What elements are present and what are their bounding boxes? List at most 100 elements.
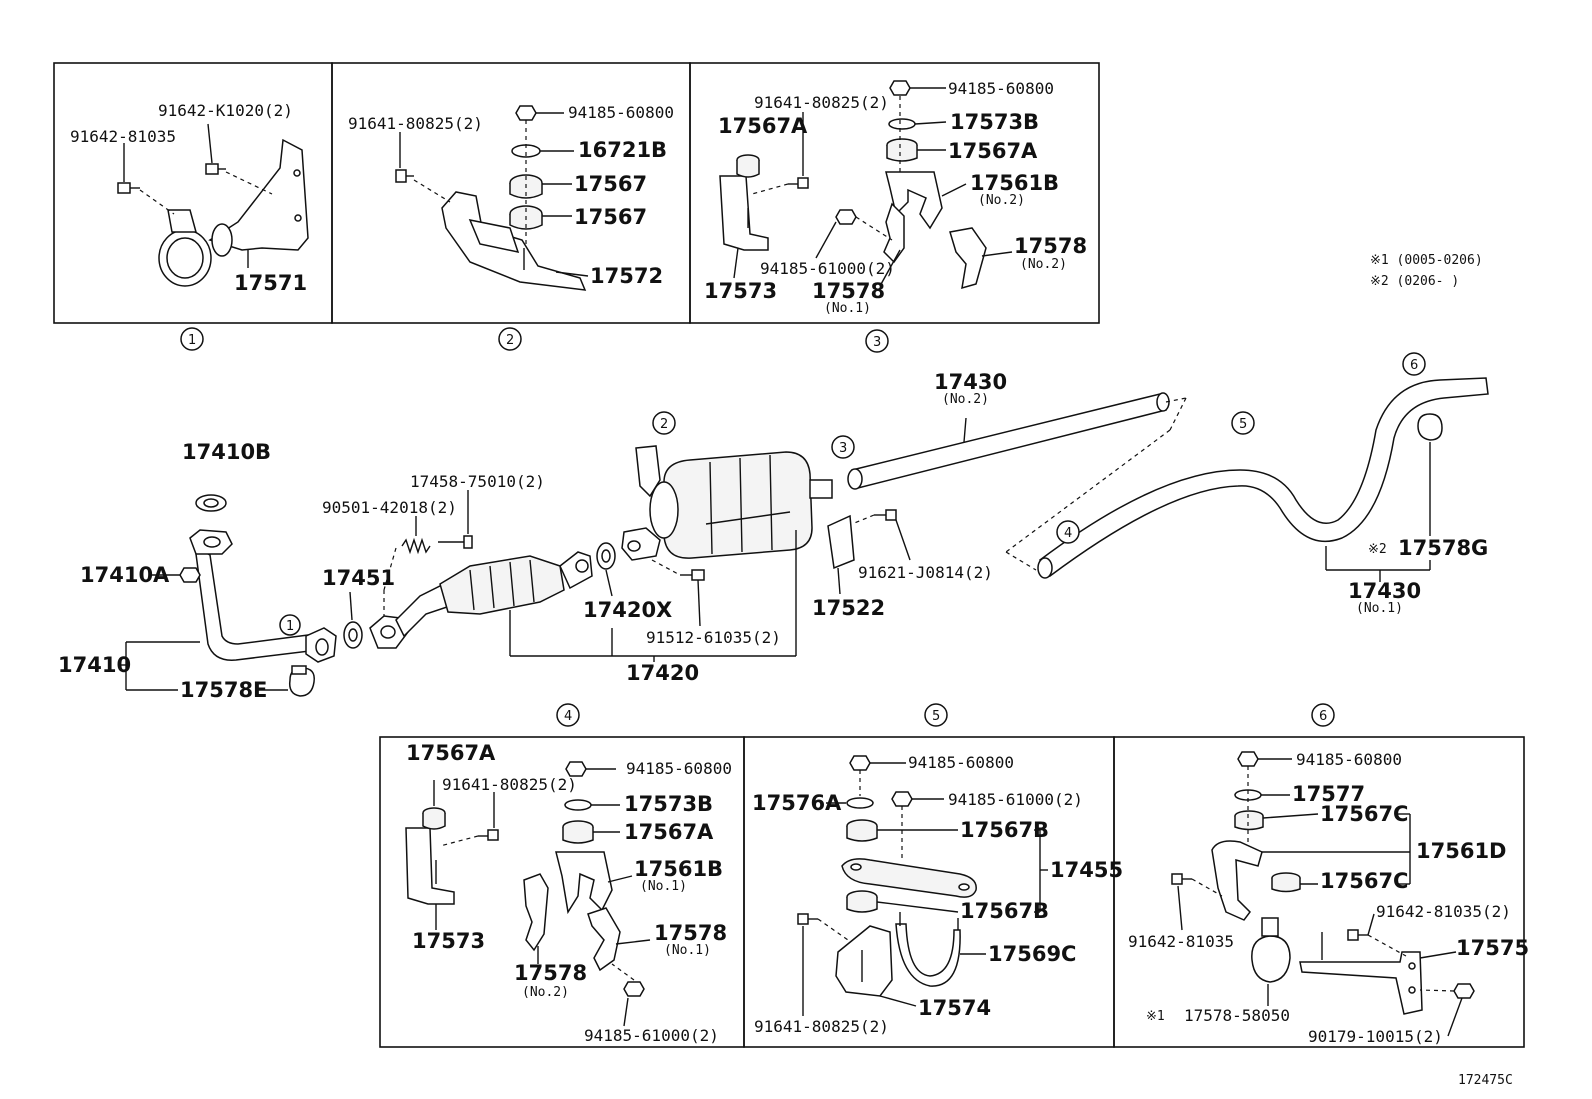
- label-17578-no2-sub: (No.2): [1020, 257, 1067, 272]
- washer-17573B: [564, 799, 592, 811]
- label-17569C: 17569C: [988, 942, 1076, 966]
- label-17573: 17573: [704, 279, 777, 303]
- legend: ※1 (0005-0206) ※2 (0206- ): [1370, 253, 1483, 289]
- clamp-17578-58050: [1251, 935, 1291, 983]
- bracket-17573: [405, 827, 455, 905]
- label-94185-60800: 94185-60800: [948, 79, 1054, 98]
- label-17576A: 17576A: [752, 791, 842, 815]
- nut-icon: [623, 981, 645, 997]
- label-17578-no1: 17578: [654, 921, 727, 945]
- bolt-icon: [478, 829, 499, 841]
- label-94185-61000: 94185-61000(2): [584, 1026, 719, 1045]
- label-17578-no2: 17578: [514, 961, 587, 985]
- detail-box-6: 94185-60800 17577 17567C 17561D 17567C 9…: [1113, 703, 1529, 1048]
- label-17571: 17571: [234, 271, 307, 295]
- label-94185-60800: 94185-60800: [568, 103, 674, 122]
- main-assembly: 1: [58, 352, 1489, 702]
- label-17567B-top: 17567B: [960, 818, 1049, 842]
- washer-17573B: [888, 118, 916, 130]
- label-17567-b: 17567: [574, 205, 647, 229]
- label-90179-10015: 90179-10015(2): [1308, 1027, 1443, 1046]
- callout-5: 5: [1239, 417, 1247, 432]
- bracket-17575: [1299, 951, 1423, 1015]
- cushion-17567A-right: [562, 820, 594, 844]
- label-17578-no1: 17578: [812, 279, 885, 303]
- label-17430-no1: 17430: [1348, 579, 1421, 603]
- stud-bolt-17458: [438, 535, 473, 549]
- bracket-17571: [208, 138, 309, 251]
- clamp-17569C: [895, 923, 961, 987]
- label-17567C-top: 17567C: [1320, 802, 1408, 826]
- label-94185-60800: 94185-60800: [1296, 750, 1402, 769]
- caption-box-6: 6: [1319, 709, 1327, 724]
- label-17561D: 17561D: [1416, 839, 1507, 863]
- legend-note-1: ※1 (0005-0206): [1370, 253, 1483, 268]
- bracket-17574: [835, 925, 893, 997]
- label-17410: 17410: [58, 653, 131, 677]
- label-17561B-sub: (No.1): [640, 879, 687, 894]
- cushion-17567C-top: [1234, 810, 1264, 831]
- label-16721B: 16721B: [578, 138, 667, 162]
- label-17578-no1-sub: (No.1): [824, 301, 871, 316]
- nut-icon: [835, 209, 857, 225]
- cushion-17567A: [422, 807, 446, 830]
- clamp-17578-no2: [523, 873, 549, 952]
- bolt-91512: [680, 569, 705, 581]
- detail-box-1: 91642-K1020(2) 91642-81035 17571 1: [53, 62, 333, 351]
- label-17572: 17572: [590, 264, 663, 288]
- cushion-17567B-bottom: [846, 890, 878, 913]
- nut-icon: [889, 80, 911, 96]
- pipe-stub: [211, 223, 233, 257]
- label-17573: 17573: [412, 929, 485, 953]
- label-17410B: 17410B: [182, 440, 271, 464]
- caption-box-5: 5: [932, 709, 940, 724]
- cushion-17567A-right: [886, 138, 918, 162]
- label-91641-80825: 91641-80825(2): [754, 93, 889, 112]
- label-17577: 17577: [1292, 782, 1365, 806]
- label-17455: 17455: [1050, 858, 1123, 882]
- label-17430-no2-sub: (No.2): [942, 392, 989, 407]
- bracket-17455: [841, 858, 977, 898]
- washer-17576A: [846, 797, 874, 809]
- detail-box-3: 94185-60800 91641-80825(2) 17573B 17567A…: [689, 62, 1100, 353]
- muffler-17420: [663, 451, 813, 559]
- label-17574: 17574: [918, 996, 991, 1020]
- legend-note-2: ※2 (0206- ): [1370, 274, 1459, 289]
- label-17578G: 17578G: [1398, 536, 1488, 560]
- label-91512-61035: 91512-61035(2): [646, 628, 781, 647]
- detail-box-4: 17567A 91641-80825(2) 94185-60800 17573B…: [379, 703, 745, 1048]
- label-94185-60800: 94185-60800: [908, 753, 1014, 772]
- detail-box-2: 91641-80825(2) 94185-60800 16721B 17567 …: [331, 62, 691, 351]
- bracket-17573: [719, 175, 769, 251]
- spring-90501: [401, 537, 431, 555]
- heat-shield-17522: [827, 514, 855, 570]
- bolt-icon: [797, 913, 818, 925]
- tail-pipe-17430-no2: [851, 393, 1167, 489]
- nut-icon: [1453, 983, 1475, 999]
- clamp-17578-no2: [949, 227, 987, 290]
- label-17578-no2-sub: (No.2): [522, 985, 569, 1000]
- nut-17410A: [179, 567, 201, 583]
- label-17451: 17451: [322, 566, 395, 590]
- cushion-17567B-top: [846, 819, 878, 842]
- nut-icon: [849, 755, 871, 771]
- label-17578G-mark: ※2: [1368, 542, 1387, 557]
- label-17575: 17575: [1456, 936, 1529, 960]
- label-17578E: 17578E: [180, 678, 267, 702]
- callout-4: 4: [1064, 526, 1072, 541]
- caption-box-3: 3: [873, 335, 881, 350]
- bolt-icon: [205, 163, 226, 175]
- caption-box-4: 4: [564, 709, 572, 724]
- callout-1: 1: [286, 619, 294, 634]
- nut-icon: [891, 791, 913, 807]
- label-17561B: 17561B: [970, 171, 1059, 195]
- label-17573B: 17573B: [624, 792, 713, 816]
- label-17522: 17522: [812, 596, 885, 620]
- label-91642-81035: 91642-81035: [1128, 932, 1234, 951]
- tail-pipe-17430-no1: [1038, 377, 1489, 578]
- callout-2: 2: [660, 417, 668, 432]
- cushion-17567-top: [509, 174, 543, 199]
- label-91641-80825: 91641-80825(2): [348, 114, 483, 133]
- label-17578-58050-mark: ※1: [1146, 1009, 1165, 1024]
